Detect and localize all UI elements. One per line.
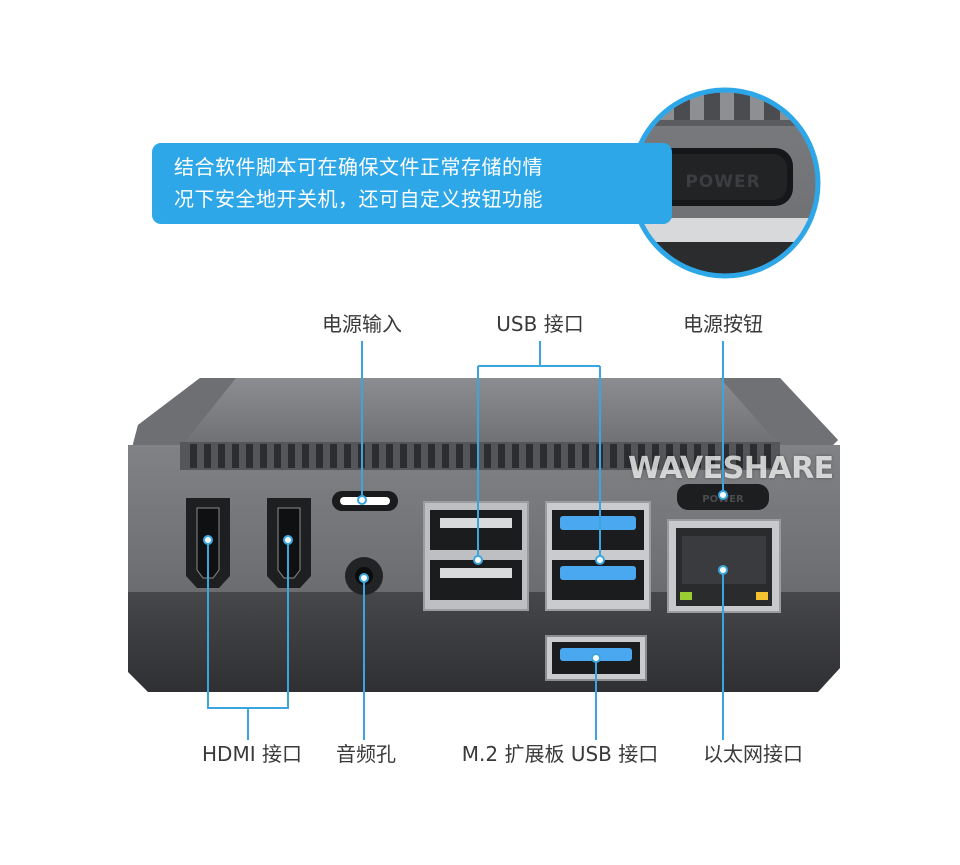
vent-slot <box>442 444 449 468</box>
vent-slot <box>554 444 561 468</box>
vent-slot <box>288 444 295 468</box>
label-usb-ports: USB 接口 <box>496 312 584 336</box>
label-ethernet: 以太网接口 <box>703 742 803 766</box>
leader-dots <box>203 490 728 663</box>
vent-slot <box>694 444 701 468</box>
vent-slot <box>330 444 337 468</box>
vent-slot <box>540 444 547 468</box>
label-m2-usb: M.2 扩展板 USB 接口 <box>461 742 659 766</box>
vent-slot <box>736 444 743 468</box>
brand-watermark: WAVESHARE <box>628 451 834 486</box>
leader-lines <box>207 341 724 740</box>
label-power-input: 电源输入 <box>322 312 402 336</box>
vent-slot <box>680 444 687 468</box>
vent-slot <box>190 444 197 468</box>
usb3-ports <box>545 501 651 611</box>
leader-hdmi <box>207 540 289 740</box>
vent-slot <box>260 444 267 468</box>
callout-text-line-1: 结合软件脚本可在确保文件正常存储的情 <box>174 155 543 179</box>
vent-slot <box>512 444 519 468</box>
vent-slot <box>274 444 281 468</box>
vent-slot <box>722 444 729 468</box>
vent-slot <box>708 444 715 468</box>
zoom-power-text: POWER <box>685 172 760 192</box>
feature-callout: 结合软件脚本可在确保文件正常存储的情 况下安全地开关机，还可自定义按钮功能 <box>152 143 672 224</box>
vent-slot <box>638 444 645 468</box>
leader-usb-ports <box>477 341 601 560</box>
vent-slot <box>456 444 463 468</box>
vent-slot <box>764 444 771 468</box>
vent-slot <box>372 444 379 468</box>
vent-slot <box>414 444 421 468</box>
vent-slot <box>204 444 211 468</box>
vent-slot <box>232 444 239 468</box>
vent-slot <box>246 444 253 468</box>
vent-slot <box>302 444 309 468</box>
vent-slot <box>750 444 757 468</box>
vent-slot <box>624 444 631 468</box>
vent-slot <box>218 444 225 468</box>
vent-slot <box>610 444 617 468</box>
vent-slot <box>652 444 659 468</box>
label-audio: 音频孔 <box>336 742 396 766</box>
label-hdmi: HDMI 接口 <box>202 742 302 766</box>
vent-slot <box>498 444 505 468</box>
vent-slot <box>400 444 407 468</box>
vent-slot <box>428 444 435 468</box>
vent-slot <box>386 444 393 468</box>
vent-slot <box>484 444 491 468</box>
vent-slot <box>568 444 575 468</box>
vent-slot <box>470 444 477 468</box>
vent-slot <box>582 444 589 468</box>
label-power-button: 电源按钮 <box>683 312 763 336</box>
vent-slot <box>316 444 323 468</box>
vent-slot <box>344 444 351 468</box>
vent-slot <box>666 444 673 468</box>
vent-slot <box>526 444 533 468</box>
callout-text-line-2: 况下安全地开关机，还可自定义按钮功能 <box>174 187 543 211</box>
